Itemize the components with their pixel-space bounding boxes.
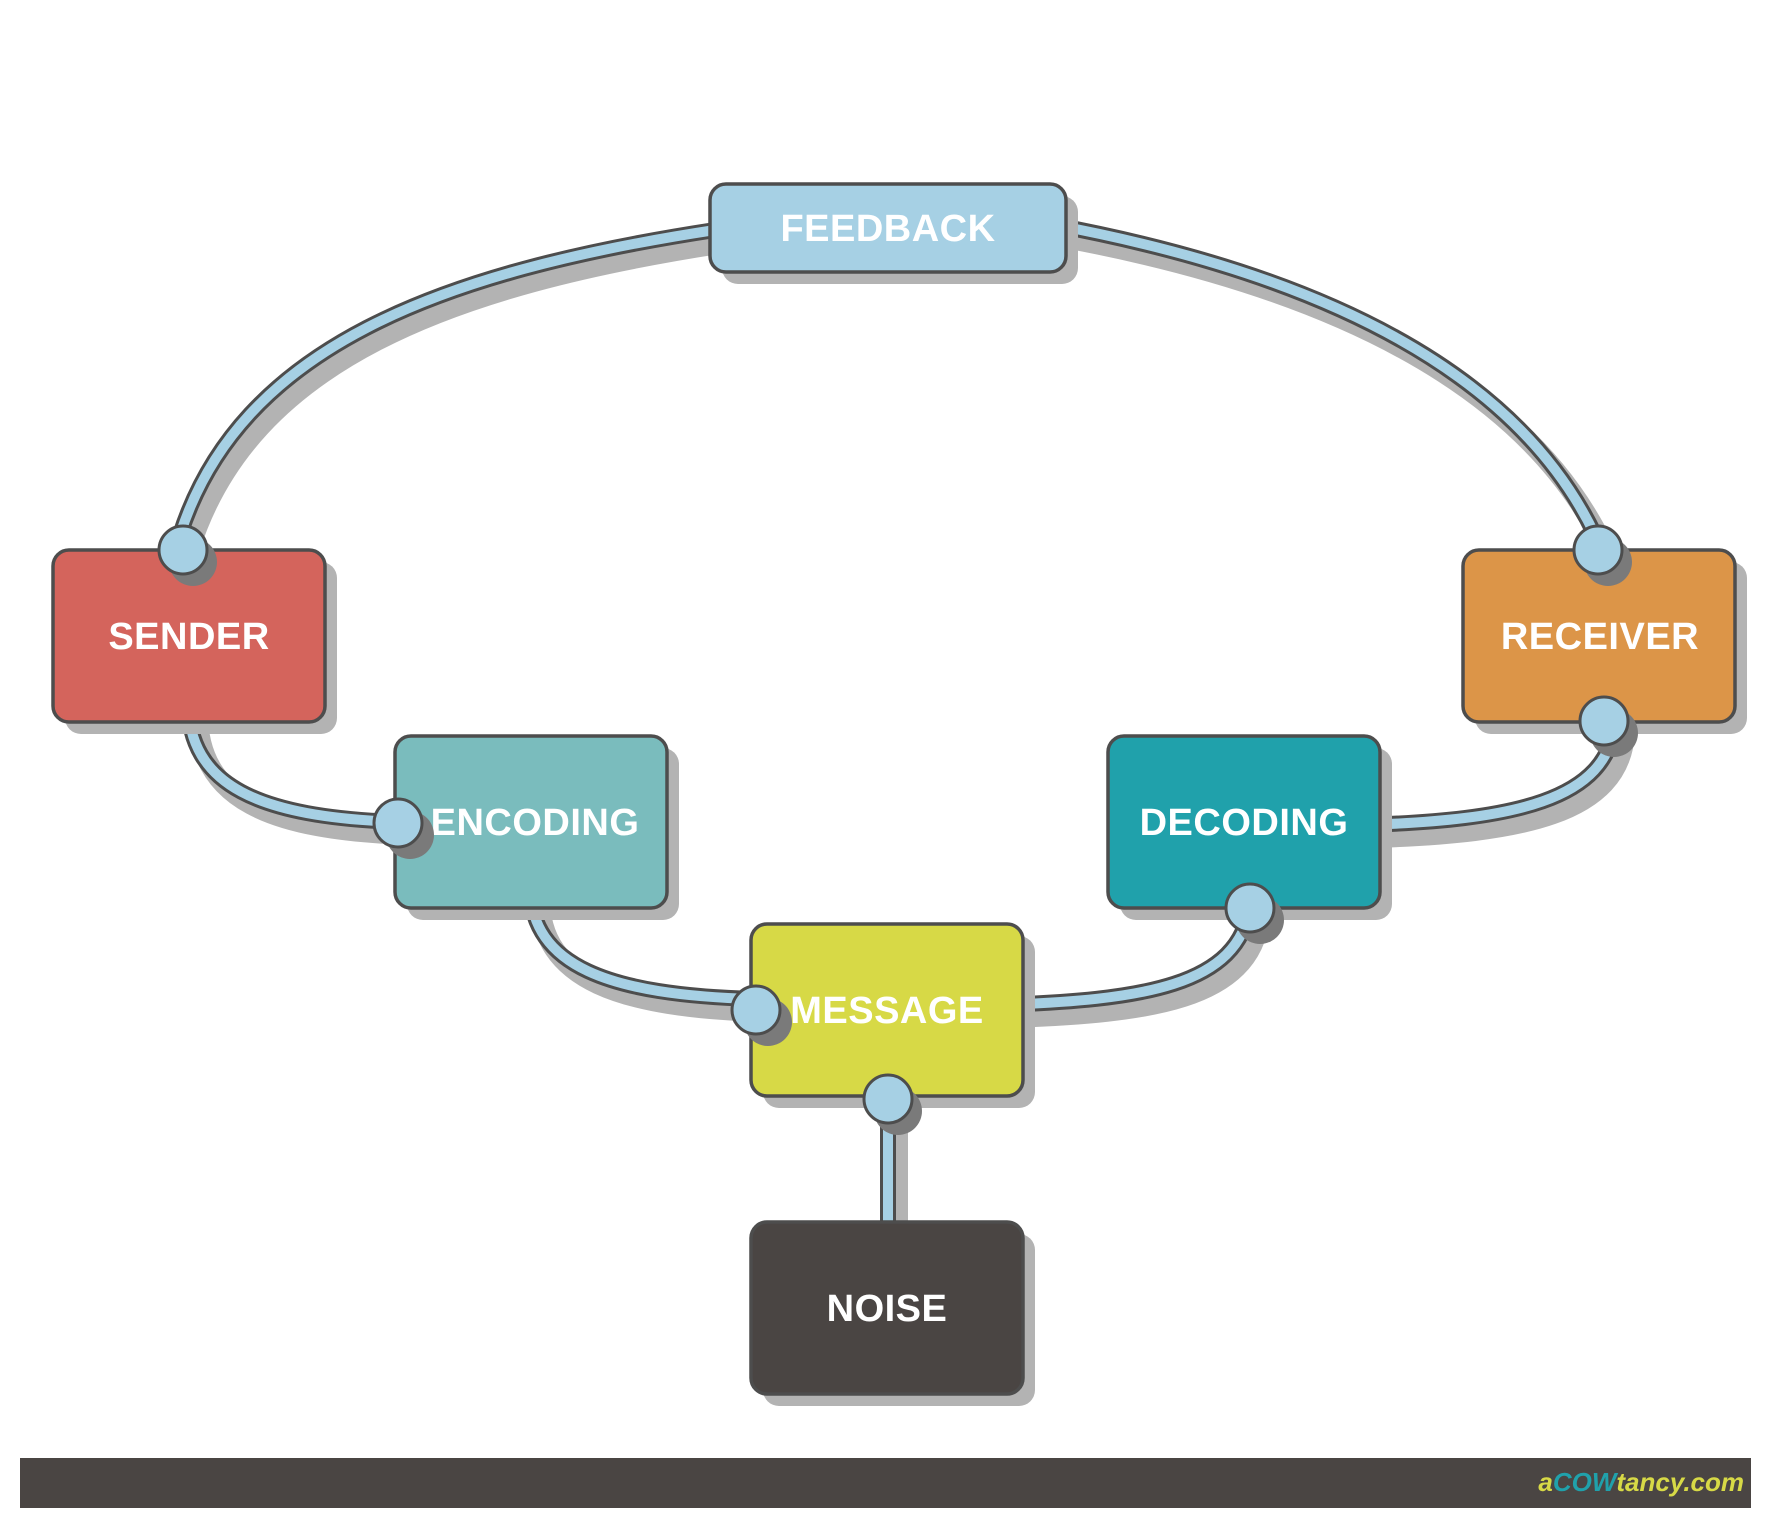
node-message: MESSAGE — [749, 922, 1025, 1098]
node-sender: SENDER — [51, 548, 327, 724]
node-feedback-box — [708, 182, 1068, 274]
footer: aCOWtancy.com — [20, 1458, 1751, 1508]
node-noise-box — [749, 1220, 1025, 1396]
knob-decoding-bottom — [1224, 882, 1276, 934]
node-noise: NOISE — [749, 1220, 1025, 1396]
knob-message-bottom — [862, 1073, 914, 1125]
node-message-label: MESSAGE — [790, 990, 984, 1032]
footer-logo-cow: COW — [1553, 1467, 1619, 1497]
knob-receiver-bottom — [1578, 695, 1630, 747]
footer-bar — [20, 1458, 1751, 1508]
knob-encoding-left — [372, 797, 424, 849]
footer-logo-suffix: tancy.com — [1616, 1467, 1744, 1497]
knob-message-left — [730, 984, 782, 1036]
knob-sender-top — [157, 524, 209, 576]
node-decoding: DECODING — [1106, 734, 1382, 910]
node-receiver-label: RECEIVER — [1501, 616, 1699, 658]
node-noise-label: NOISE — [827, 1288, 948, 1330]
connector-knobs — [157, 524, 1630, 1125]
node-encoding: ENCODING — [393, 734, 669, 910]
node-decoding-label: DECODING — [1140, 802, 1349, 844]
node-sender-label: SENDER — [108, 616, 269, 658]
node-feedback-label: FEEDBACK — [780, 208, 995, 250]
knob-receiver-top — [1572, 524, 1624, 576]
node-feedback: FEEDBACK — [708, 182, 1068, 274]
node-encoding-label: ENCODING — [431, 802, 640, 844]
footer-logo-prefix: a — [1538, 1467, 1552, 1497]
footer-logo: aCOWtancy.com — [1538, 1467, 1744, 1497]
node-receiver: RECEIVER — [1461, 548, 1737, 724]
